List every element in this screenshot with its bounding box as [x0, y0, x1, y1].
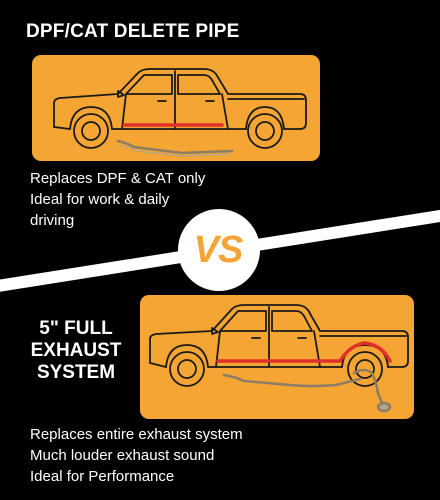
pickup-truck-outline-icon — [149, 304, 409, 413]
title-line: 5" FULL — [39, 318, 113, 339]
feature-item: Replaces entire exhaust system — [30, 426, 243, 443]
full-exhaust-image-panel — [140, 295, 414, 419]
versus-label: VS — [193, 228, 244, 271]
title-line: SYSTEM — [36, 362, 116, 383]
delete-pipe-icon — [116, 139, 234, 157]
full-exhaust-title: 5" FULL EXHAUST SYSTEM — [22, 318, 130, 384]
pickup-truck-outline-icon — [53, 68, 307, 157]
delete-pipe-title: DPF/CAT DELETE PIPE — [26, 21, 240, 42]
feature-item: Ideal for work & daily — [30, 191, 170, 208]
exhaust-highlight-bar — [216, 341, 392, 363]
feature-item: Ideal for Performance — [30, 468, 175, 485]
delete-pipe-image-panel — [32, 55, 320, 161]
feature-item: Replaces DPF & CAT only — [30, 170, 206, 187]
full-exhaust-features: Replaces entire exhaust system Much loud… — [30, 424, 330, 487]
delete-pipe-features: Replaces DPF & CAT only Ideal for work &… — [30, 168, 220, 231]
full-exhaust-pipe-icon — [222, 368, 392, 413]
feature-item: Much louder exhaust sound — [30, 447, 215, 464]
title-line: EXHAUST — [30, 340, 122, 361]
versus-badge: VS — [178, 209, 260, 291]
feature-item: driving — [30, 212, 75, 229]
